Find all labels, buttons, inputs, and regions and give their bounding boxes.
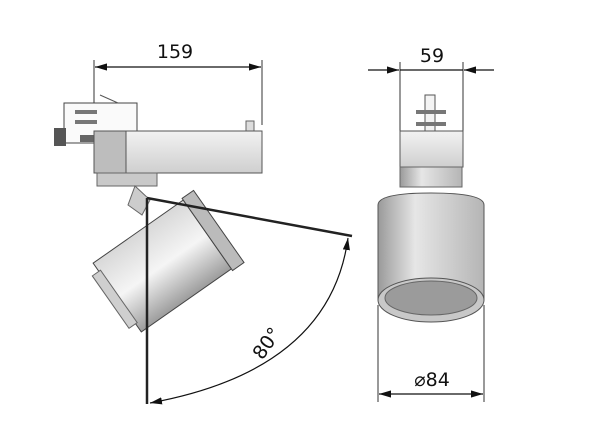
width-59-label: 59	[420, 45, 444, 67]
width-159-label: 159	[157, 41, 193, 63]
track-adapter-front	[416, 94, 446, 132]
swivel-joint	[96, 172, 158, 187]
tilt-80-degree-label: 80°	[248, 323, 285, 363]
front-view: 59 ⌀84	[368, 45, 494, 402]
tilt-reference-line	[146, 196, 353, 238]
spotlight-cylinder	[377, 192, 485, 301]
driver-housing-front	[399, 130, 464, 168]
diameter-84-label: ⌀84	[414, 369, 450, 391]
lens	[384, 280, 478, 316]
tilt-angle-arc	[149, 237, 350, 405]
side-view: 159 80°	[54, 41, 353, 405]
swivel-joint-front	[399, 166, 463, 188]
